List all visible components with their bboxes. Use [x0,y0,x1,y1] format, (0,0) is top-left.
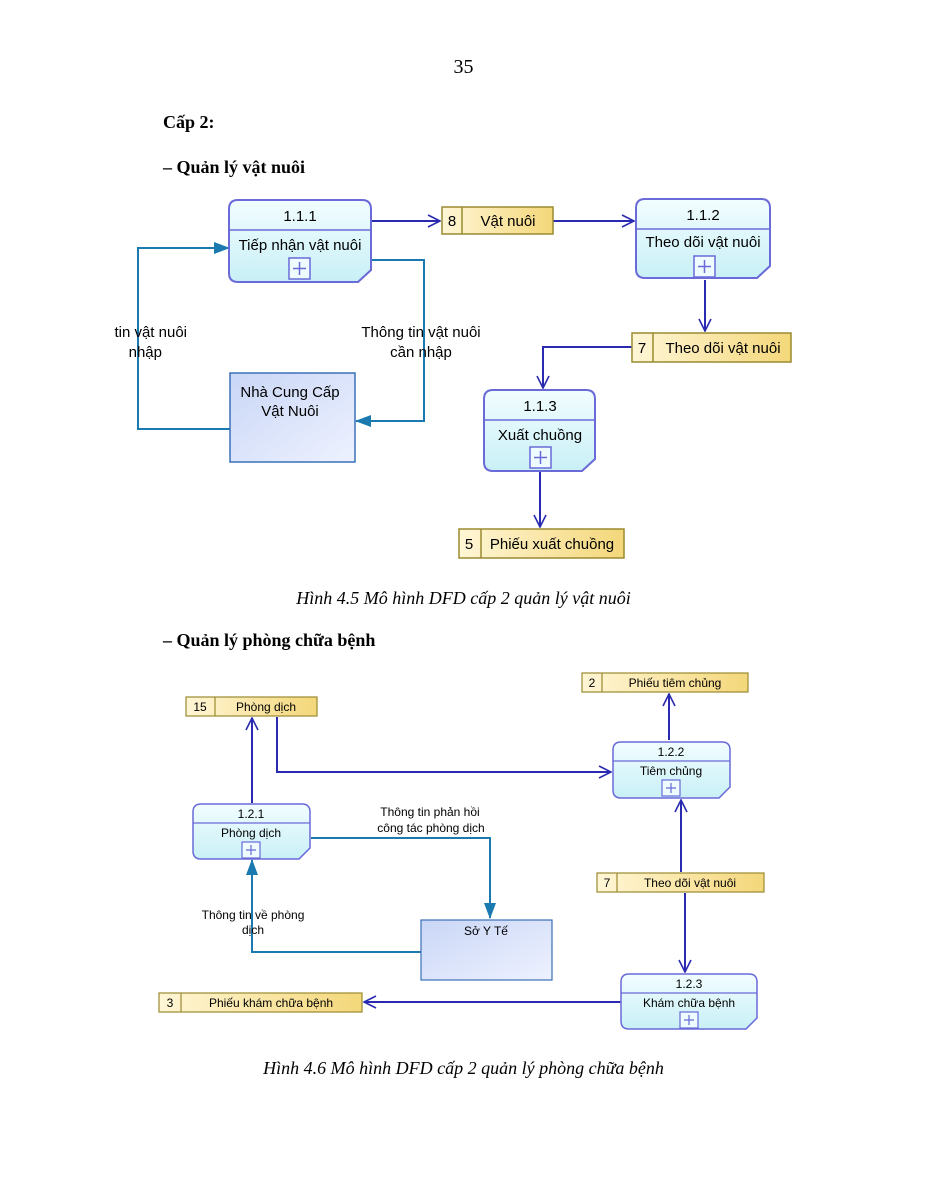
flow-store7-to-113 [543,346,632,388]
store-number: 7 [638,340,646,357]
store-3-phieu-kham: 3 Phiếu khám chữa bệnh [158,992,363,1013]
store-label: Phòng dịch [236,700,296,714]
flow-feedback [311,837,496,919]
flow-label-feedback-line2: công tác phòng dịch [377,821,484,835]
store-7-theo-doi-2: 7 Theo dõi vật nuôi [596,872,765,893]
figure-caption-4-6: Hình 4.6 Mô hình DFD cấp 2 quản lý phòng… [263,1058,664,1078]
diagram2-flows [252,694,685,1002]
flow-import-info [137,242,230,430]
store-number: 3 [167,996,174,1010]
process-id: 1.1.1 [283,208,316,225]
process-id: 1.2.1 [238,807,265,821]
store-number: 8 [448,213,456,230]
store-label: Theo dõi vật nuôi [644,876,736,890]
store-5-phieu-xuat: 5 Phiếu xuất chuồng [458,528,625,559]
external-entity-supplier: Nhà Cung Cấp Vật Nuôi [229,372,356,463]
store-label: Phiếu khám chữa bệnh [209,996,333,1010]
process-label: Tiêm chủng [640,764,702,778]
flow-label-import-line1: tin vật nuôi [114,324,187,341]
process-1-1-2: 1.1.2 Theo dõi vật nuôi [635,198,771,279]
process-1-1-3: 1.1.3 Xuất chuồng [483,389,596,472]
figure-caption-4-5: Hình 4.5 Mô hình DFD cấp 2 quản lý vật n… [296,588,631,608]
process-1-2-1: 1.2.1 Phòng dịch [192,803,311,860]
process-label: Tiếp nhận vật nuôi [239,237,362,254]
store-number: 2 [589,676,596,690]
store-label: Phiếu tiêm chủng [629,676,722,690]
flow-label-needed-line1: Thông tin vật nuôi [361,324,480,341]
flow-label-import-line2: nhập [129,344,162,361]
process-id: 1.2.3 [676,977,703,991]
flow-info-to-121 [246,859,421,953]
store-number: 5 [465,536,473,553]
flow-label-needed-line2: cần nhập [390,344,452,361]
process-label: Khám chữa bệnh [643,996,735,1010]
process-1-2-2: 1.2.2 Tiêm chủng [612,741,731,799]
entity-label-line2: Vật Nuôi [261,403,319,420]
entity-label-line1: Nhà Cung Cấp [240,384,339,401]
store-label: Theo dõi vật nuôi [665,340,780,357]
process-label: Xuất chuồng [498,427,582,444]
process-1-1-1: 1.1.1 Tiếp nhận vật nuôi [228,199,372,283]
store-number: 7 [604,876,611,890]
process-id: 1.2.2 [658,745,685,759]
store-number: 15 [193,700,207,714]
entity-label: Sở Y Tế [464,924,508,938]
store-label: Phiếu xuất chuồng [490,536,614,553]
store-label: Vật nuôi [480,213,535,230]
process-label: Theo dõi vật nuôi [645,234,760,251]
process-id: 1.1.3 [523,398,556,415]
external-entity-so-y-te: Sở Y Tế [420,919,553,981]
process-label: Phòng dịch [221,826,281,840]
store-8-vat-nuoi: 8 Vật nuôi [441,206,554,235]
flow-store15-to-122 [276,717,611,772]
flow-label-info-line1: Thông tin về phòng [202,908,305,922]
flow-label-info-line2: dịch [242,923,264,937]
store-7-theo-doi: 7 Theo dõi vật nuôi [631,332,792,363]
page-number: 35 [453,56,474,78]
store-2-phieu-tiem: 2 Phiếu tiêm chủng [581,672,749,693]
store-15-phong-dich: 15 Phòng dịch [185,696,318,717]
subsection-heading-livestock: – Quản lý vật nuôi [163,157,306,177]
flow-label-feedback-line1: Thông tin phản hồi [380,805,479,819]
process-id: 1.1.2 [686,207,719,224]
diagram1-flows [137,221,705,527]
process-1-2-3: 1.2.3 Khám chữa bệnh [620,973,758,1030]
section-heading: Cấp 2: [163,112,215,132]
subsection-heading-disease: – Quản lý phòng chữa bệnh [163,630,376,650]
flow-needed-info [355,259,425,427]
